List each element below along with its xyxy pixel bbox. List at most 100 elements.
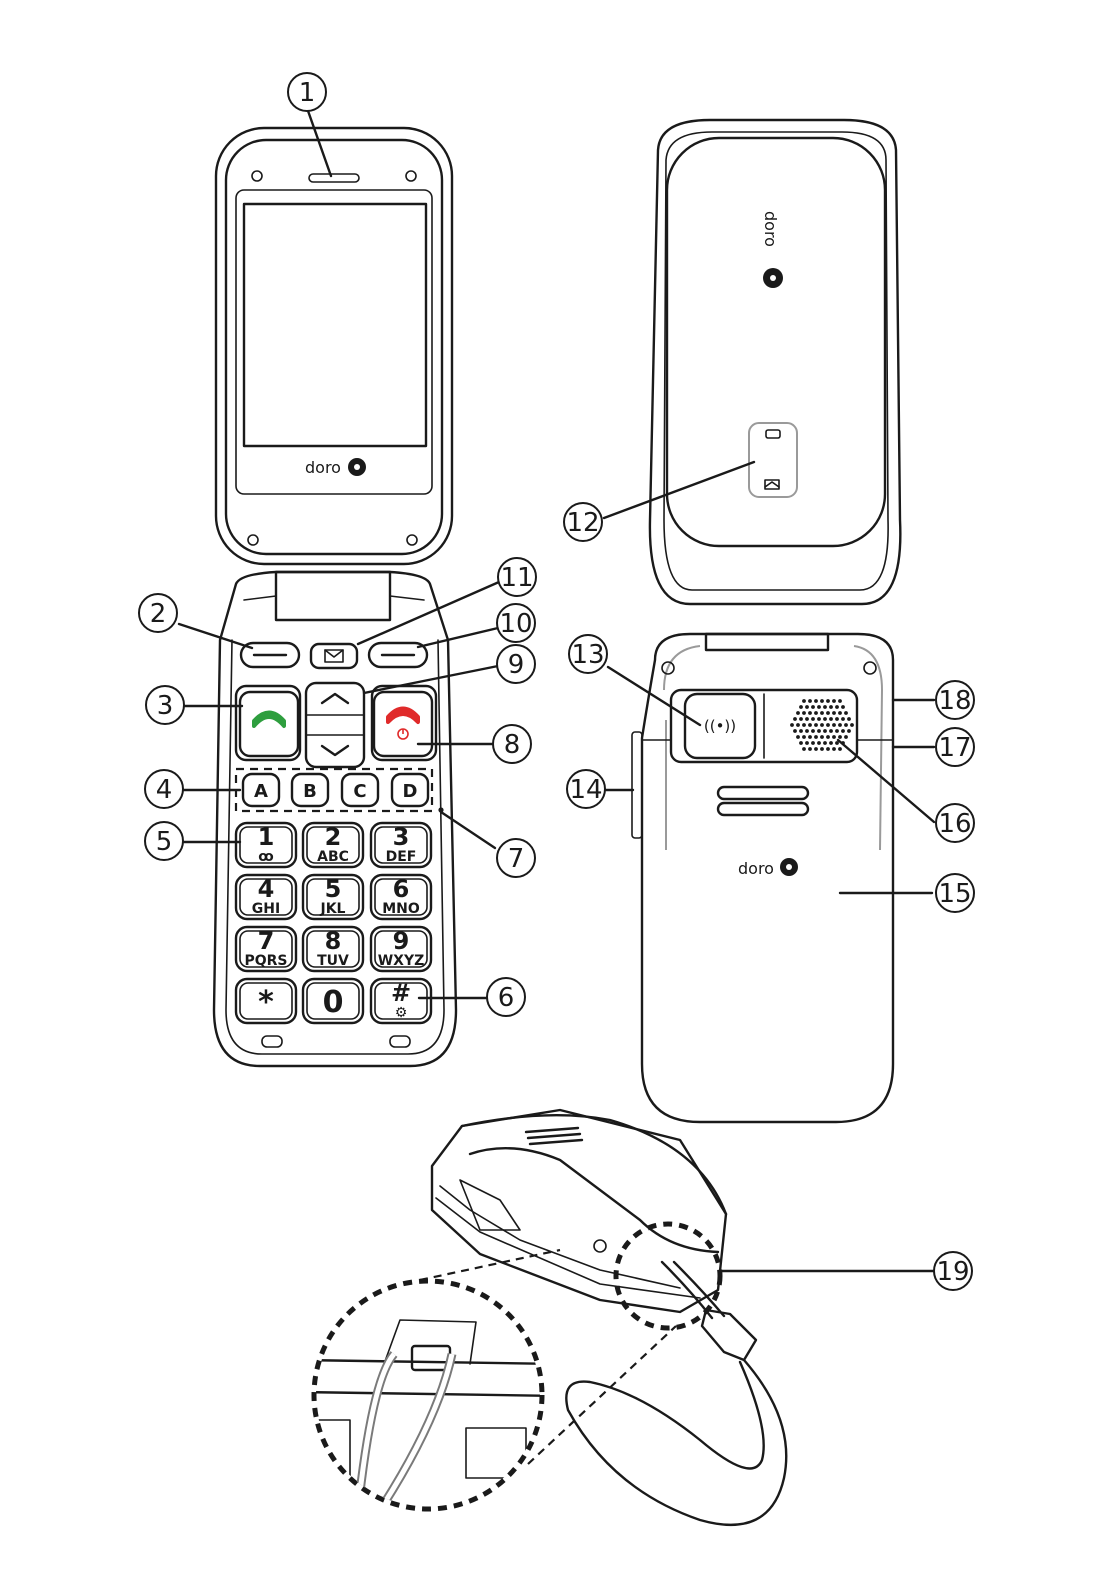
key-number: *: [258, 985, 274, 1020]
callout-label: 16: [938, 809, 971, 839]
key-number: 2: [325, 823, 342, 851]
loudspeaker-grille: [790, 699, 854, 751]
callout-10: 10: [497, 604, 535, 642]
envelope-icon: [325, 650, 343, 662]
closed-phone-back: doro: [650, 120, 900, 604]
grip-ridges: [526, 1128, 582, 1144]
front-logo-icon: [348, 458, 366, 476]
callout-label: 6: [498, 983, 515, 1013]
display-screen: [244, 204, 426, 446]
speed-dial-label: A: [254, 781, 268, 802]
callout-label: 13: [571, 640, 604, 670]
callout-9: 9: [497, 645, 535, 683]
callout-19: 19: [934, 1252, 972, 1290]
nav-surround-left: [236, 686, 300, 760]
callout-18: 18: [936, 681, 974, 719]
key-number: 5: [325, 875, 342, 903]
callout-13: 13: [569, 635, 607, 673]
key-letters: WXYZ: [378, 953, 425, 969]
callout-15: 15: [936, 874, 974, 912]
callout-2: 2: [139, 594, 177, 632]
earpiece: [309, 174, 359, 182]
key-number: 9: [393, 927, 410, 955]
callout-label: 17: [938, 733, 971, 763]
callout-7: 7: [497, 839, 535, 877]
callout-6: 6: [487, 978, 525, 1016]
callout-12: 12: [564, 503, 602, 541]
key-letters: TUV: [317, 953, 349, 969]
lanyard-illustration: [300, 1110, 786, 1525]
callout-label: 11: [500, 563, 533, 593]
key-letters: ABC: [317, 849, 349, 865]
callout-label: 3: [157, 691, 174, 721]
key-letters: DEF: [386, 849, 417, 865]
callout-label: 19: [936, 1257, 969, 1287]
key-1[interactable]: 1ꝏ: [236, 823, 296, 867]
key-number: 1: [258, 823, 275, 851]
callout-16: 16: [936, 804, 974, 842]
camera-module: [749, 423, 797, 497]
callout-label: 9: [508, 650, 525, 680]
key-number: #: [391, 979, 411, 1007]
battery-cover-logo-icon: [780, 858, 798, 876]
hinge: [276, 572, 390, 620]
display-frame: [236, 190, 432, 494]
call-key[interactable]: [240, 692, 298, 756]
key-star[interactable]: *: [236, 979, 296, 1023]
nav-surround-right: [372, 686, 436, 760]
callout-label: 18: [938, 686, 971, 716]
speed-dial-key-a[interactable]: A: [243, 774, 279, 806]
key-hash[interactable]: #⚙: [371, 979, 431, 1023]
key-number: 4: [258, 875, 275, 903]
key-number: 6: [393, 875, 410, 903]
power-icon: [398, 729, 408, 739]
callout-1: 1: [288, 73, 326, 111]
speed-dial-label: B: [303, 781, 317, 802]
speed-dial-label: C: [353, 781, 366, 802]
speed-dial-label: D: [403, 781, 418, 802]
callout-label: 12: [566, 508, 599, 538]
callout-label: 10: [499, 609, 532, 639]
key-letters: MNO: [382, 901, 420, 917]
speed-dial-key-d[interactable]: D: [392, 774, 428, 806]
callout-5: 5: [145, 822, 183, 860]
speed-dial-key-c[interactable]: C: [342, 774, 378, 806]
key-number: 0: [323, 985, 344, 1020]
back-logo-icon: [763, 268, 783, 288]
key-letters: ⚙: [395, 1005, 408, 1021]
hinge-top: [706, 634, 828, 650]
nav-up-icon: [322, 694, 348, 703]
key-number: 3: [393, 823, 410, 851]
callout-8: 8: [493, 725, 531, 763]
end-key[interactable]: [374, 692, 432, 756]
callout-3: 3: [146, 686, 184, 724]
open-phone: doro: [214, 128, 456, 1066]
callout-label: 14: [569, 775, 602, 805]
call-icon: [254, 713, 284, 727]
callout-11: 11: [498, 558, 536, 596]
key-0[interactable]: 0: [303, 979, 363, 1023]
callout-label: 2: [150, 599, 167, 629]
callout-label: 8: [504, 730, 521, 760]
callout-14: 14: [567, 770, 605, 808]
assistance-icon: ((•)): [704, 717, 736, 735]
front-logo-text: doro: [305, 458, 341, 477]
wrist-strap: [566, 1360, 786, 1525]
key-letters: JKL: [320, 901, 346, 917]
speed-dial-key-b[interactable]: B: [292, 774, 328, 806]
volume-keys[interactable]: [632, 732, 642, 838]
back-logo-text: doro: [761, 211, 780, 247]
end-call-icon: [388, 709, 418, 723]
callout-label: 5: [156, 827, 173, 857]
callout-label: 1: [299, 78, 316, 108]
